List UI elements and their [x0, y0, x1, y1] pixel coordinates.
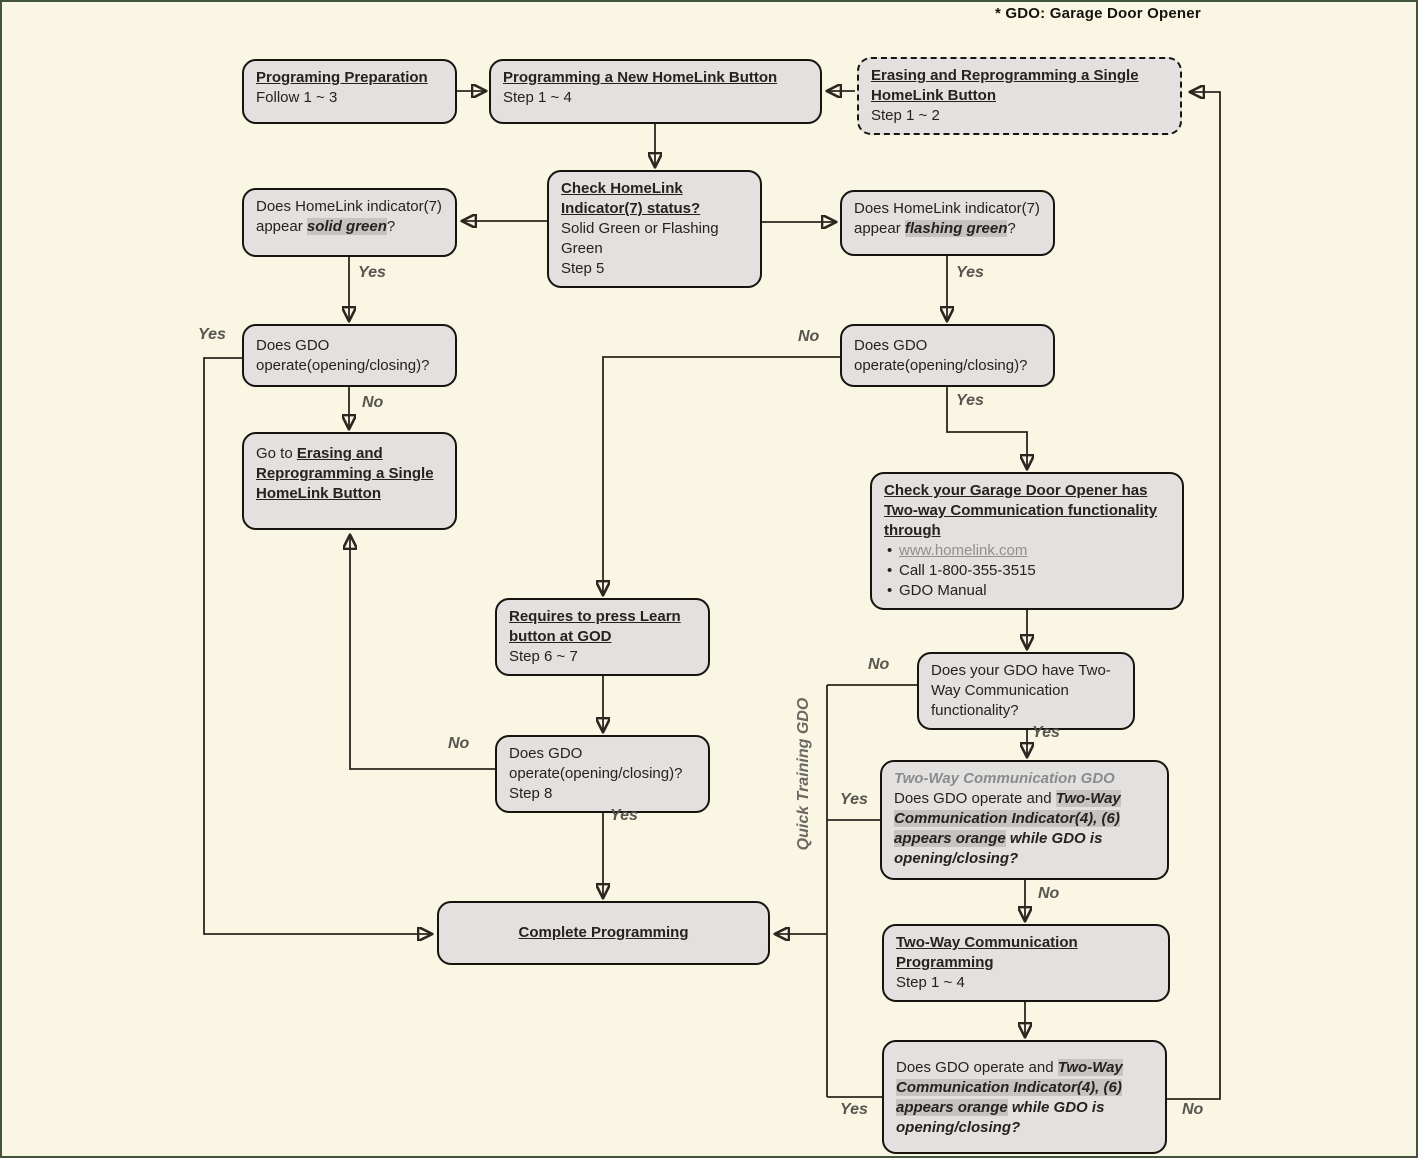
text-segment: Does GDO operate and: [896, 1059, 1058, 1076]
node-subtitle: Step 1 ~ 2: [871, 107, 940, 124]
node-step: Step 5: [561, 260, 605, 277]
node-flashing-green-question: Does HomeLink indicator(7) appear flashi…: [840, 190, 1055, 256]
node-programming-new-button: Programming a New HomeLink Button Step 1…: [489, 59, 822, 124]
edge-label-no: No: [1038, 885, 1060, 902]
homelink-url: www.homelink.com: [899, 542, 1028, 559]
highlighted-text: flashing green: [904, 220, 1008, 237]
node-title: Programing Preparation: [256, 69, 428, 86]
text-segment: Go to: [256, 445, 297, 462]
edge-gdoright-no-to-learn: [603, 356, 840, 594]
node-two-way-programming: Two-Way Communication Programming Step 1…: [882, 924, 1170, 1002]
node-gdo-operate-right: Does GDO operate(opening/closing)?: [840, 324, 1055, 387]
edge-label-yes: Yes: [840, 791, 868, 808]
node-title: Check your Garage Door Opener has Two-wa…: [884, 482, 1158, 539]
text-segment: Does HomeLink indicator(7) appear: [854, 200, 1040, 237]
reference-link-text: Erasing and Reprogramming a Single HomeL…: [256, 445, 434, 502]
node-complete-programming: Complete Programming: [437, 901, 770, 965]
edge-label-yes: Yes: [610, 807, 638, 824]
node-step: Step 8: [509, 785, 553, 802]
edge-label-yes: Yes: [956, 264, 984, 281]
node-final-question: Does GDO operate and Two-Way Communicati…: [882, 1040, 1167, 1154]
edge-step8-no-to-gotoerase: [350, 536, 495, 770]
node-title: Programming a New HomeLink Button: [503, 69, 778, 86]
text-segment: ?: [1007, 220, 1016, 237]
node-gdo-operate-left: Does GDO operate(opening/closing)?: [242, 324, 457, 387]
edge-label-yes: Yes: [198, 326, 226, 343]
edge-label-no: No: [362, 394, 384, 411]
node-gray-heading: Two-Way Communication GDO: [894, 770, 1115, 787]
edge-label-no: No: [798, 328, 820, 345]
node-solid-green-question: Does HomeLink indicator(7) appear solid …: [242, 188, 457, 257]
node-title: Check HomeLink Indicator(7) status?: [561, 180, 701, 217]
text-segment: Does GDO operate(opening/closing)?: [854, 337, 1028, 374]
edge-label-yes: Yes: [956, 392, 984, 409]
text-segment: Does GDO operate(opening/closing)?: [509, 745, 683, 782]
node-erasing-reprogramming: Erasing and Reprogramming a Single HomeL…: [857, 57, 1182, 135]
highlighted-text: solid green: [306, 218, 387, 235]
text-segment: Does GDO operate and: [894, 790, 1056, 807]
gdo-manual: GDO Manual: [899, 582, 987, 599]
edge-label-no: No: [448, 735, 470, 752]
text-segment: while GDO is opening/closing?: [896, 1099, 1105, 1136]
edge-label-yes: Yes: [358, 264, 386, 281]
node-title: Erasing and Reprogramming a Single HomeL…: [871, 67, 1139, 104]
gdo-footnote: * GDO: Garage Door Opener: [995, 5, 1201, 22]
text-segment: ?: [386, 218, 396, 235]
phone-number: Call 1-800-355-3515: [899, 562, 1036, 579]
edge-label-yes: Yes: [1032, 724, 1060, 741]
node-programing-preparation: Programing Preparation Follow 1 ~ 3: [242, 59, 457, 124]
node-title: Requires to press Learn button at GOD: [509, 608, 681, 645]
node-line: Solid Green or Flashing Green: [561, 220, 719, 257]
edge-label-yes: Yes: [840, 1101, 868, 1118]
text-segment: Does HomeLink indicator(7) appear: [256, 198, 442, 235]
node-subtitle: Step 1 ~ 4: [503, 89, 572, 106]
bullet-item: www.homelink.com: [884, 541, 1170, 561]
node-press-learn-button: Requires to press Learn button at GOD St…: [495, 598, 710, 676]
node-check-two-way-functionality: Check your Garage Door Opener has Two-wa…: [870, 472, 1184, 610]
text-segment: Does GDO operate(opening/closing)?: [256, 337, 430, 374]
bullet-item: Call 1-800-355-3515: [884, 561, 1170, 581]
node-title: Two-Way Communication Programming: [896, 934, 1078, 971]
text-segment: Does your GDO have Two-Way Communication…: [931, 662, 1111, 719]
node-subtitle: Follow 1 ~ 3: [256, 89, 338, 106]
node-goto-erasing: Go to Erasing and Reprogramming a Single…: [242, 432, 457, 530]
edge-label-no: No: [1182, 1101, 1204, 1118]
node-title: Complete Programming: [518, 924, 689, 941]
node-check-indicator-status: Check HomeLink Indicator(7) status? Soli…: [547, 170, 762, 288]
node-step: Step 1 ~ 4: [896, 974, 965, 991]
node-two-way-gdo-question: Two-Way Communication GDO Does GDO opera…: [880, 760, 1169, 880]
edge-label-no: No: [868, 656, 890, 673]
node-step8-question: Does GDO operate(opening/closing)? Step …: [495, 735, 710, 813]
quick-training-gdo-label: Quick Training GDO: [795, 697, 812, 851]
node-have-two-way-question: Does your GDO have Two-Way Communication…: [917, 652, 1135, 730]
node-step: Step 6 ~ 7: [509, 648, 578, 665]
bullet-item: GDO Manual: [884, 581, 1170, 601]
text-segment: while GDO is opening/closing?: [894, 830, 1103, 867]
